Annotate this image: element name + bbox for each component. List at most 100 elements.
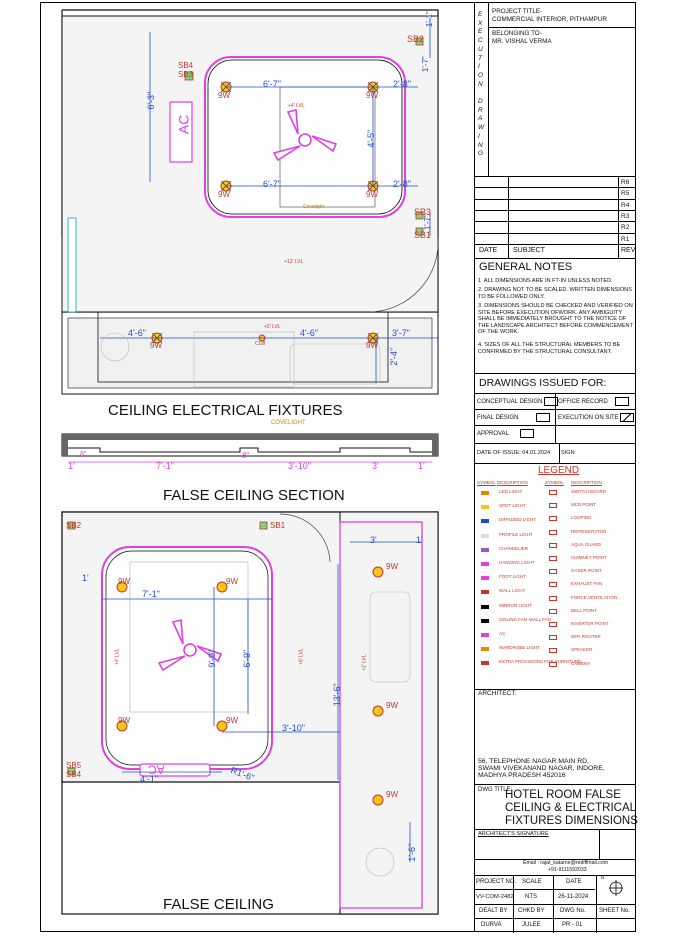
side-label-letter: G [478, 150, 484, 158]
issue-final: FINAL DESIGN [477, 413, 551, 422]
legend-symbol-icon [481, 633, 489, 637]
revision-code: R5 [621, 190, 630, 198]
plan2-sb: SB5 [66, 761, 82, 770]
issue-office-label: OFFICE RECORD [558, 399, 608, 406]
label-ceiling-electrical: CEILING ELECTRICAL FIXTURES [108, 402, 343, 419]
side-label-letter [478, 89, 486, 98]
plan2-level: +8' LVL [298, 648, 305, 665]
section-dim: 1' [68, 461, 75, 471]
general-note: 4. SIZES OF ALL THE STRUCTURAL MEMBERS T… [478, 342, 621, 355]
architect-email: Email : rajat_katarne@rediffmail.com [523, 860, 609, 866]
architect-label: ARCHITECT: [478, 690, 517, 697]
chkd-label: CHKD BY [518, 908, 545, 914]
legend-symbol-icon [481, 647, 489, 652]
revision-row: R4 [475, 198, 635, 211]
plan2-dim: 9'-9" [207, 649, 218, 668]
architect-signature-label: ARCHITECT'S SIGNATURE [478, 831, 549, 837]
legend-item: WIFI ROUTER [571, 634, 601, 640]
plan1-ac: AC [175, 114, 192, 135]
issue-office: OFFICE RECORD [558, 397, 630, 406]
general-note: 1. ALL DIMENSIONS ARE IN FT-IN UNLESS NO… [478, 278, 613, 284]
plan2-light-label: 9W [226, 577, 238, 586]
plan2-dim: 6'-9" [242, 649, 253, 668]
side-label-letter: W [478, 124, 485, 132]
legend-item: WALL LIGHT [499, 588, 526, 594]
plan1-light-label: 9W [366, 341, 378, 350]
revision-code: R1 [621, 235, 630, 243]
plan1-dim-low-c: 3'-7" [392, 328, 410, 338]
side-label-letter: I [478, 132, 480, 140]
client-name: MR. VISHAL VERMA [492, 38, 552, 45]
legend-item: AQUA GUARD [571, 541, 602, 547]
legend-symbol-icon [549, 622, 557, 628]
revision-rev-header: REV [621, 247, 636, 254]
plan1-dim-bottom: 6'-7" [263, 179, 281, 189]
revision-row: R5 [475, 187, 635, 199]
revision-row: R1 [475, 232, 635, 245]
plan2-dim: 1' [82, 573, 89, 583]
plan2-ac: AC [148, 762, 165, 777]
plan2-sb: SB2 [66, 521, 82, 530]
legend-symbol-icon [481, 519, 489, 524]
legend-item: CAMERA [571, 660, 591, 666]
legend-symbol-icon [481, 590, 489, 595]
legend-symbol-icon [481, 562, 489, 566]
plan2-sb: SB4 [66, 770, 82, 779]
legend-symbol-icon [481, 576, 489, 581]
plan1-light-label: 9W [150, 341, 162, 350]
legend-symbol-icon [549, 490, 557, 495]
side-label-letter: X [478, 19, 483, 27]
section-dim: 1' [418, 461, 425, 471]
side-label-letter: T [478, 54, 482, 62]
legend-symbol-icon [549, 661, 557, 667]
issue-final-checkbox[interactable] [536, 413, 551, 422]
legend-item: SPOT LIGHT [499, 503, 526, 509]
project-no: VV-COM-2482 [476, 894, 514, 900]
issue-conceptual: CONCEPTUAL DESIGN [477, 397, 559, 406]
issue-conceptual-checkbox[interactable] [544, 397, 559, 406]
scale-label: SCALE [522, 879, 542, 885]
side-label-letter: C [478, 37, 483, 45]
plan2-dim: 3'-10" [282, 723, 305, 733]
plan1-light-label: 9W [366, 91, 378, 100]
architect-address: MADHYA PRADESH 452016 [478, 772, 566, 779]
legend-item: FOOT LIGHT [499, 574, 526, 580]
plan1-sb: SB2 [407, 34, 425, 44]
legend-item: REFRIGERATOR [571, 528, 607, 534]
plan1-dim-vert: 4'-5" [366, 129, 377, 148]
issue-office-checkbox[interactable] [615, 397, 630, 406]
legend-header: SYMBOL [477, 480, 496, 485]
plan1-level: +12' LVL [284, 259, 304, 265]
legend-header: DESCRIPTION [497, 480, 528, 485]
issue-final-label: FINAL DESIGN [477, 415, 519, 422]
issue-sign: SIGN [561, 450, 575, 456]
plan1-covelight: Covelight [303, 204, 324, 210]
plan2-light-label: 9W [226, 716, 238, 725]
plan2-light-label: 9W [118, 716, 130, 725]
legend-symbol-icon [549, 595, 557, 601]
side-label-letter: E [478, 28, 483, 36]
legend-item: PROFILE LIGHT [499, 531, 533, 537]
section-dim: 7'-1" [156, 461, 174, 471]
side-label-letter: D [478, 98, 483, 106]
legend-item: BELL POINT [571, 607, 597, 613]
legend-item: WARDROBE LIGHT [499, 645, 540, 651]
side-label-letter: U [478, 45, 483, 53]
plan1-sb: SB3 [414, 207, 432, 217]
issue-execution-checkbox[interactable] [620, 413, 635, 422]
issue-approval-checkbox[interactable] [520, 429, 535, 438]
legend-symbol-icon [481, 604, 489, 609]
legend-item: INVERTER POINT [571, 621, 609, 627]
north-label: N [601, 875, 605, 880]
legend-symbol-icon [549, 582, 557, 588]
revision-subject-header: SUBJECT [513, 247, 545, 254]
legend-symbol-icon [549, 608, 557, 614]
legend-header: SYMBOL [545, 480, 564, 485]
side-label-letter: N [478, 80, 483, 88]
revision-code: R4 [621, 201, 630, 209]
revision-code: R3 [621, 212, 630, 220]
plan2-light-label: 9W [386, 790, 398, 799]
plan1-dim-low-v: 2'-4" [389, 347, 400, 366]
legend-item: WALL FAN [529, 616, 551, 622]
legend-symbol-icon [549, 516, 557, 522]
